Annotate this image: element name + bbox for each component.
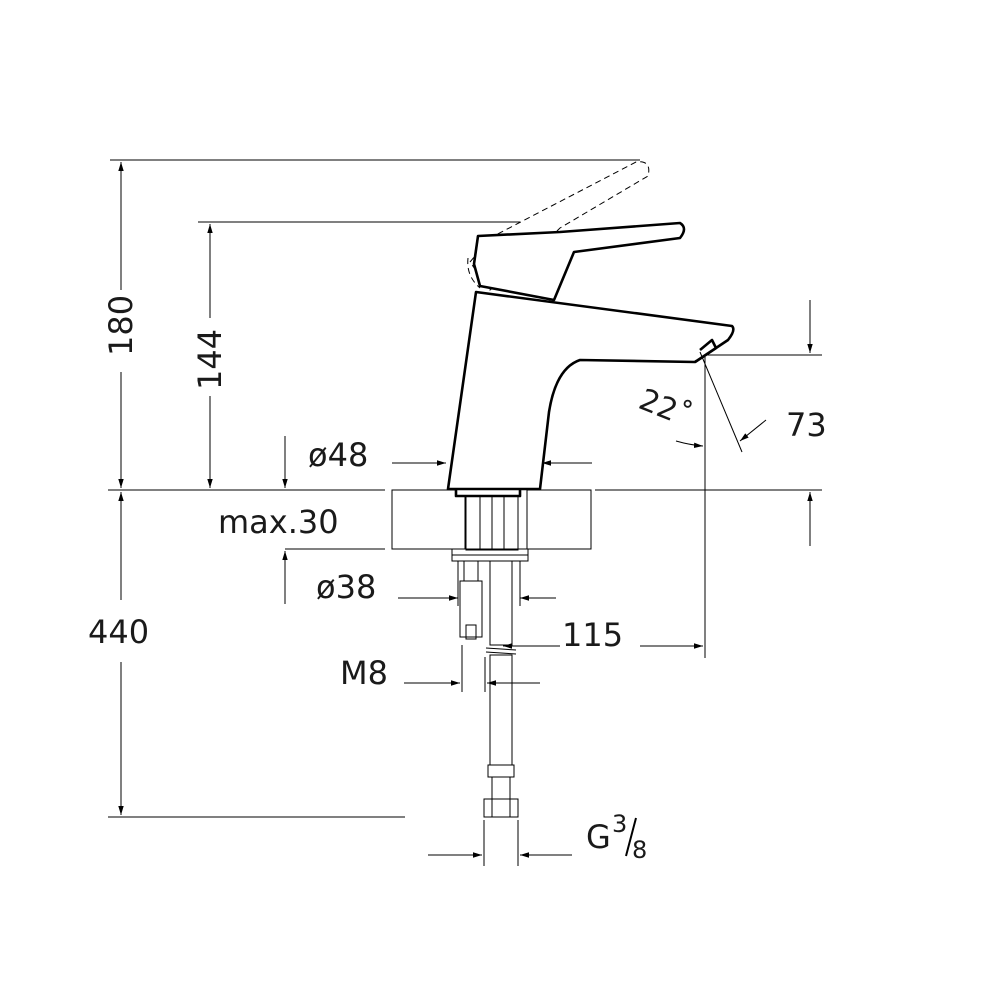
dimension-total-height: 180 <box>102 162 140 488</box>
dimension-counter-thickness: max.30 <box>218 436 339 604</box>
label-440: 440 <box>88 613 149 651</box>
label-m8: M8 <box>340 654 388 692</box>
label-115: 115 <box>562 616 623 654</box>
countertop-section <box>391 489 592 550</box>
dimension-spout-height: 144 <box>191 224 229 488</box>
dimension-spout-offset: 73 <box>699 300 827 546</box>
mounting-hardware <box>451 495 529 818</box>
dimension-stud-thread: M8 <box>340 645 540 692</box>
label-g-numerator: 3 <box>612 810 627 838</box>
label-g-prefix: G <box>586 818 611 856</box>
extension-lines <box>108 159 822 818</box>
dimension-hose-length: 440 <box>88 492 149 815</box>
fraction-slash <box>625 817 637 857</box>
label-max30: max.30 <box>218 503 339 541</box>
faucet-body <box>446 221 735 498</box>
label-22-degrees: 22˚ <box>634 382 696 434</box>
label-144: 144 <box>191 329 229 390</box>
dimension-body-diameter: ø48 <box>308 436 592 474</box>
dimension-spout-reach: 115 <box>503 616 703 654</box>
label-180: 180 <box>102 295 140 356</box>
dimension-spout-angle: 22˚ <box>634 382 704 449</box>
dimension-connection-thread: G 3 8 <box>428 810 647 866</box>
dimension-hole-diameter: ø38 <box>316 561 556 606</box>
label-73: 73 <box>786 406 827 444</box>
label-d38: ø38 <box>316 568 376 606</box>
label-g-denominator: 8 <box>632 836 647 864</box>
label-d48: ø48 <box>308 436 368 474</box>
